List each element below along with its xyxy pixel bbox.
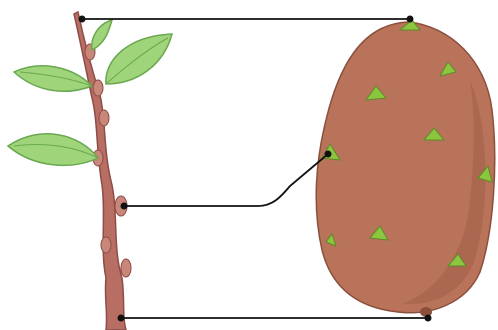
leaf [14,66,92,91]
plant-stem [8,12,172,330]
connector-dot [121,203,128,210]
connector-dot [325,151,332,158]
middle-connector [124,154,328,206]
stem-bud [121,259,131,277]
stem-bud [101,237,111,253]
stem-bud [99,110,109,126]
connector-dot [118,315,125,322]
leaf [8,134,98,166]
connector-dot [79,16,86,23]
connector-dot [425,315,432,322]
potato-tuber [316,20,494,317]
stem-bud [93,80,103,96]
connector-dot [407,16,414,23]
leaf [92,20,112,50]
